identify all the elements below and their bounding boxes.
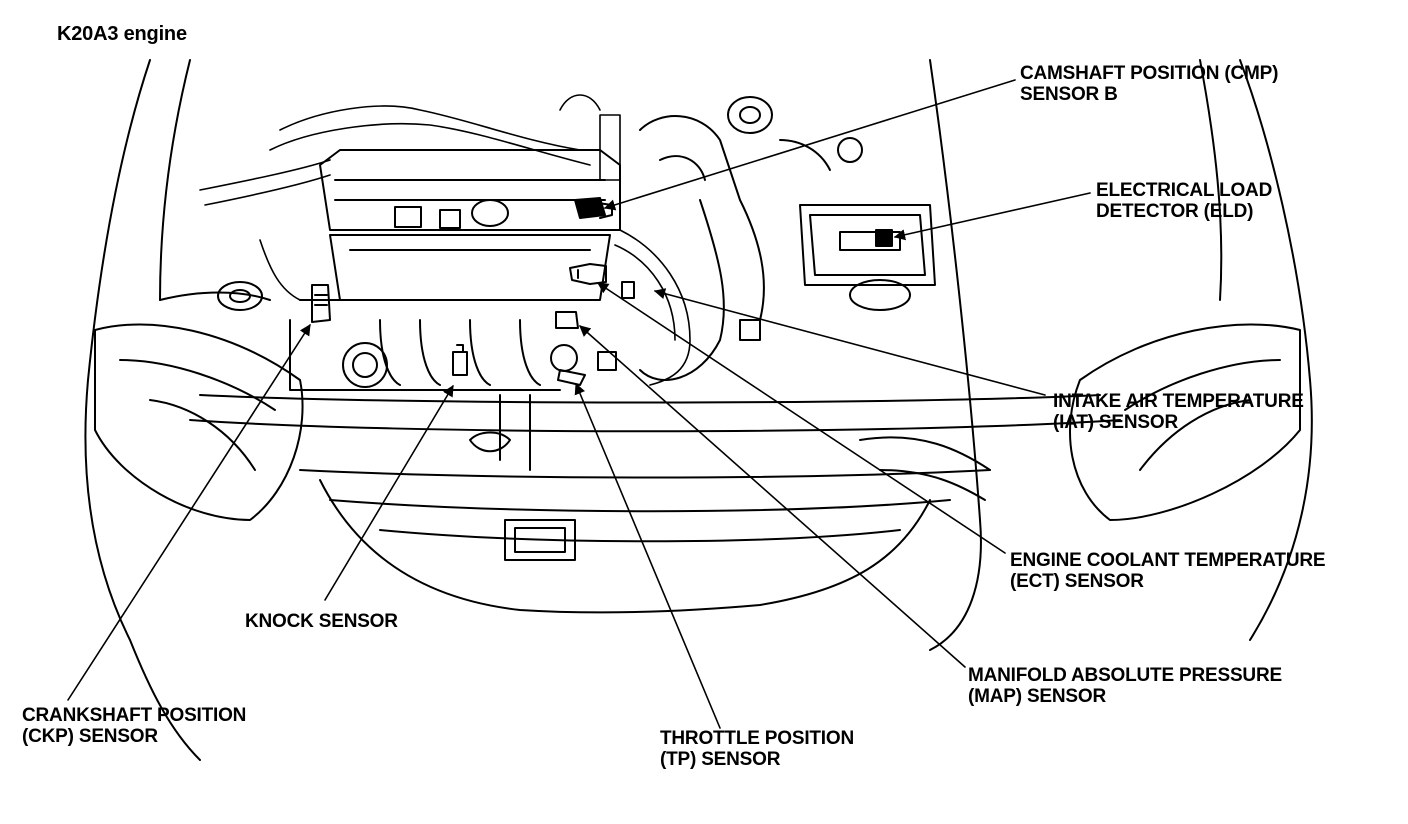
misc-components bbox=[217, 137, 863, 341]
cmp-leader-line bbox=[603, 79, 1016, 211]
right-headlight bbox=[859, 323, 1301, 521]
eld-label-line1: ELECTRICAL LOAD bbox=[1096, 180, 1273, 201]
tp-label-line2: (TP) SENSOR bbox=[660, 749, 781, 770]
hoses-and-wires bbox=[199, 94, 691, 386]
left-headlight bbox=[94, 323, 304, 521]
ect-sensor-label: ENGINE COOLANT TEMPERATURE (ECT) SENSOR bbox=[1010, 550, 1326, 592]
tp-label-line1: THROTTLE POSITION bbox=[660, 728, 854, 749]
eld-label: ELECTRICAL LOAD DETECTOR (ELD) bbox=[1096, 180, 1272, 222]
engine-valve-cover bbox=[319, 149, 621, 301]
knock-sensor-label: KNOCK SENSOR bbox=[245, 611, 398, 632]
ckp-sensor-label: CRANKSHAFT POSITION (CKP) SENSOR bbox=[22, 705, 246, 747]
cmp-label-line2: SENSOR B bbox=[1020, 84, 1118, 105]
iat-label-line1: INTAKE AIR TEMPERATURE bbox=[1053, 391, 1304, 412]
eld-leader-line bbox=[893, 192, 1091, 241]
tp-leader-line bbox=[574, 382, 721, 729]
bumper-and-grille bbox=[189, 394, 1121, 614]
intake-manifold bbox=[289, 299, 561, 391]
iat-sensor bbox=[621, 281, 635, 299]
ckp-leader-line bbox=[67, 324, 311, 701]
diagram-title: K20A3 engine bbox=[57, 23, 187, 45]
iat-label-line2: (IAT) SENSOR bbox=[1053, 412, 1178, 433]
iat-sensor-label: INTAKE AIR TEMPERATURE (IAT) SENSOR bbox=[1053, 391, 1304, 433]
ckp-sensor bbox=[311, 284, 331, 323]
cmp-sensor-label: CAMSHAFT POSITION (CMP) SENSOR B bbox=[1020, 63, 1278, 105]
under-hood-fuse-box bbox=[799, 204, 936, 311]
air-intake-duct bbox=[639, 96, 773, 381]
ckp-label-line1: CRANKSHAFT POSITION bbox=[22, 705, 247, 726]
ect-label-line1: ENGINE COOLANT TEMPERATURE bbox=[1010, 550, 1326, 571]
knock-sensor bbox=[452, 344, 468, 376]
knock-leader-line bbox=[324, 385, 454, 601]
ect-leader-line bbox=[597, 282, 1006, 554]
cmp-label-line1: CAMSHAFT POSITION (CMP) bbox=[1020, 63, 1279, 84]
map-label-line2: (MAP) SENSOR bbox=[968, 686, 1106, 707]
ect-sensor bbox=[569, 263, 607, 285]
tp-sensor-label: THROTTLE POSITION (TP) SENSOR bbox=[660, 728, 854, 770]
ckp-label-line2: (CKP) SENSOR bbox=[22, 726, 158, 747]
ect-label-line2: (ECT) SENSOR bbox=[1010, 571, 1144, 592]
iat-leader-line bbox=[653, 288, 1046, 396]
leader-lines bbox=[67, 79, 1091, 729]
eld-label-line2: DETECTOR (ELD) bbox=[1096, 201, 1254, 222]
knock-label-line1: KNOCK SENSOR bbox=[245, 611, 398, 632]
map-leader-line bbox=[579, 325, 966, 668]
map-sensor-label: MANIFOLD ABSOLUTE PRESSURE (MAP) SENSOR bbox=[968, 665, 1282, 707]
map-label-line1: MANIFOLD ABSOLUTE PRESSURE bbox=[968, 665, 1282, 686]
